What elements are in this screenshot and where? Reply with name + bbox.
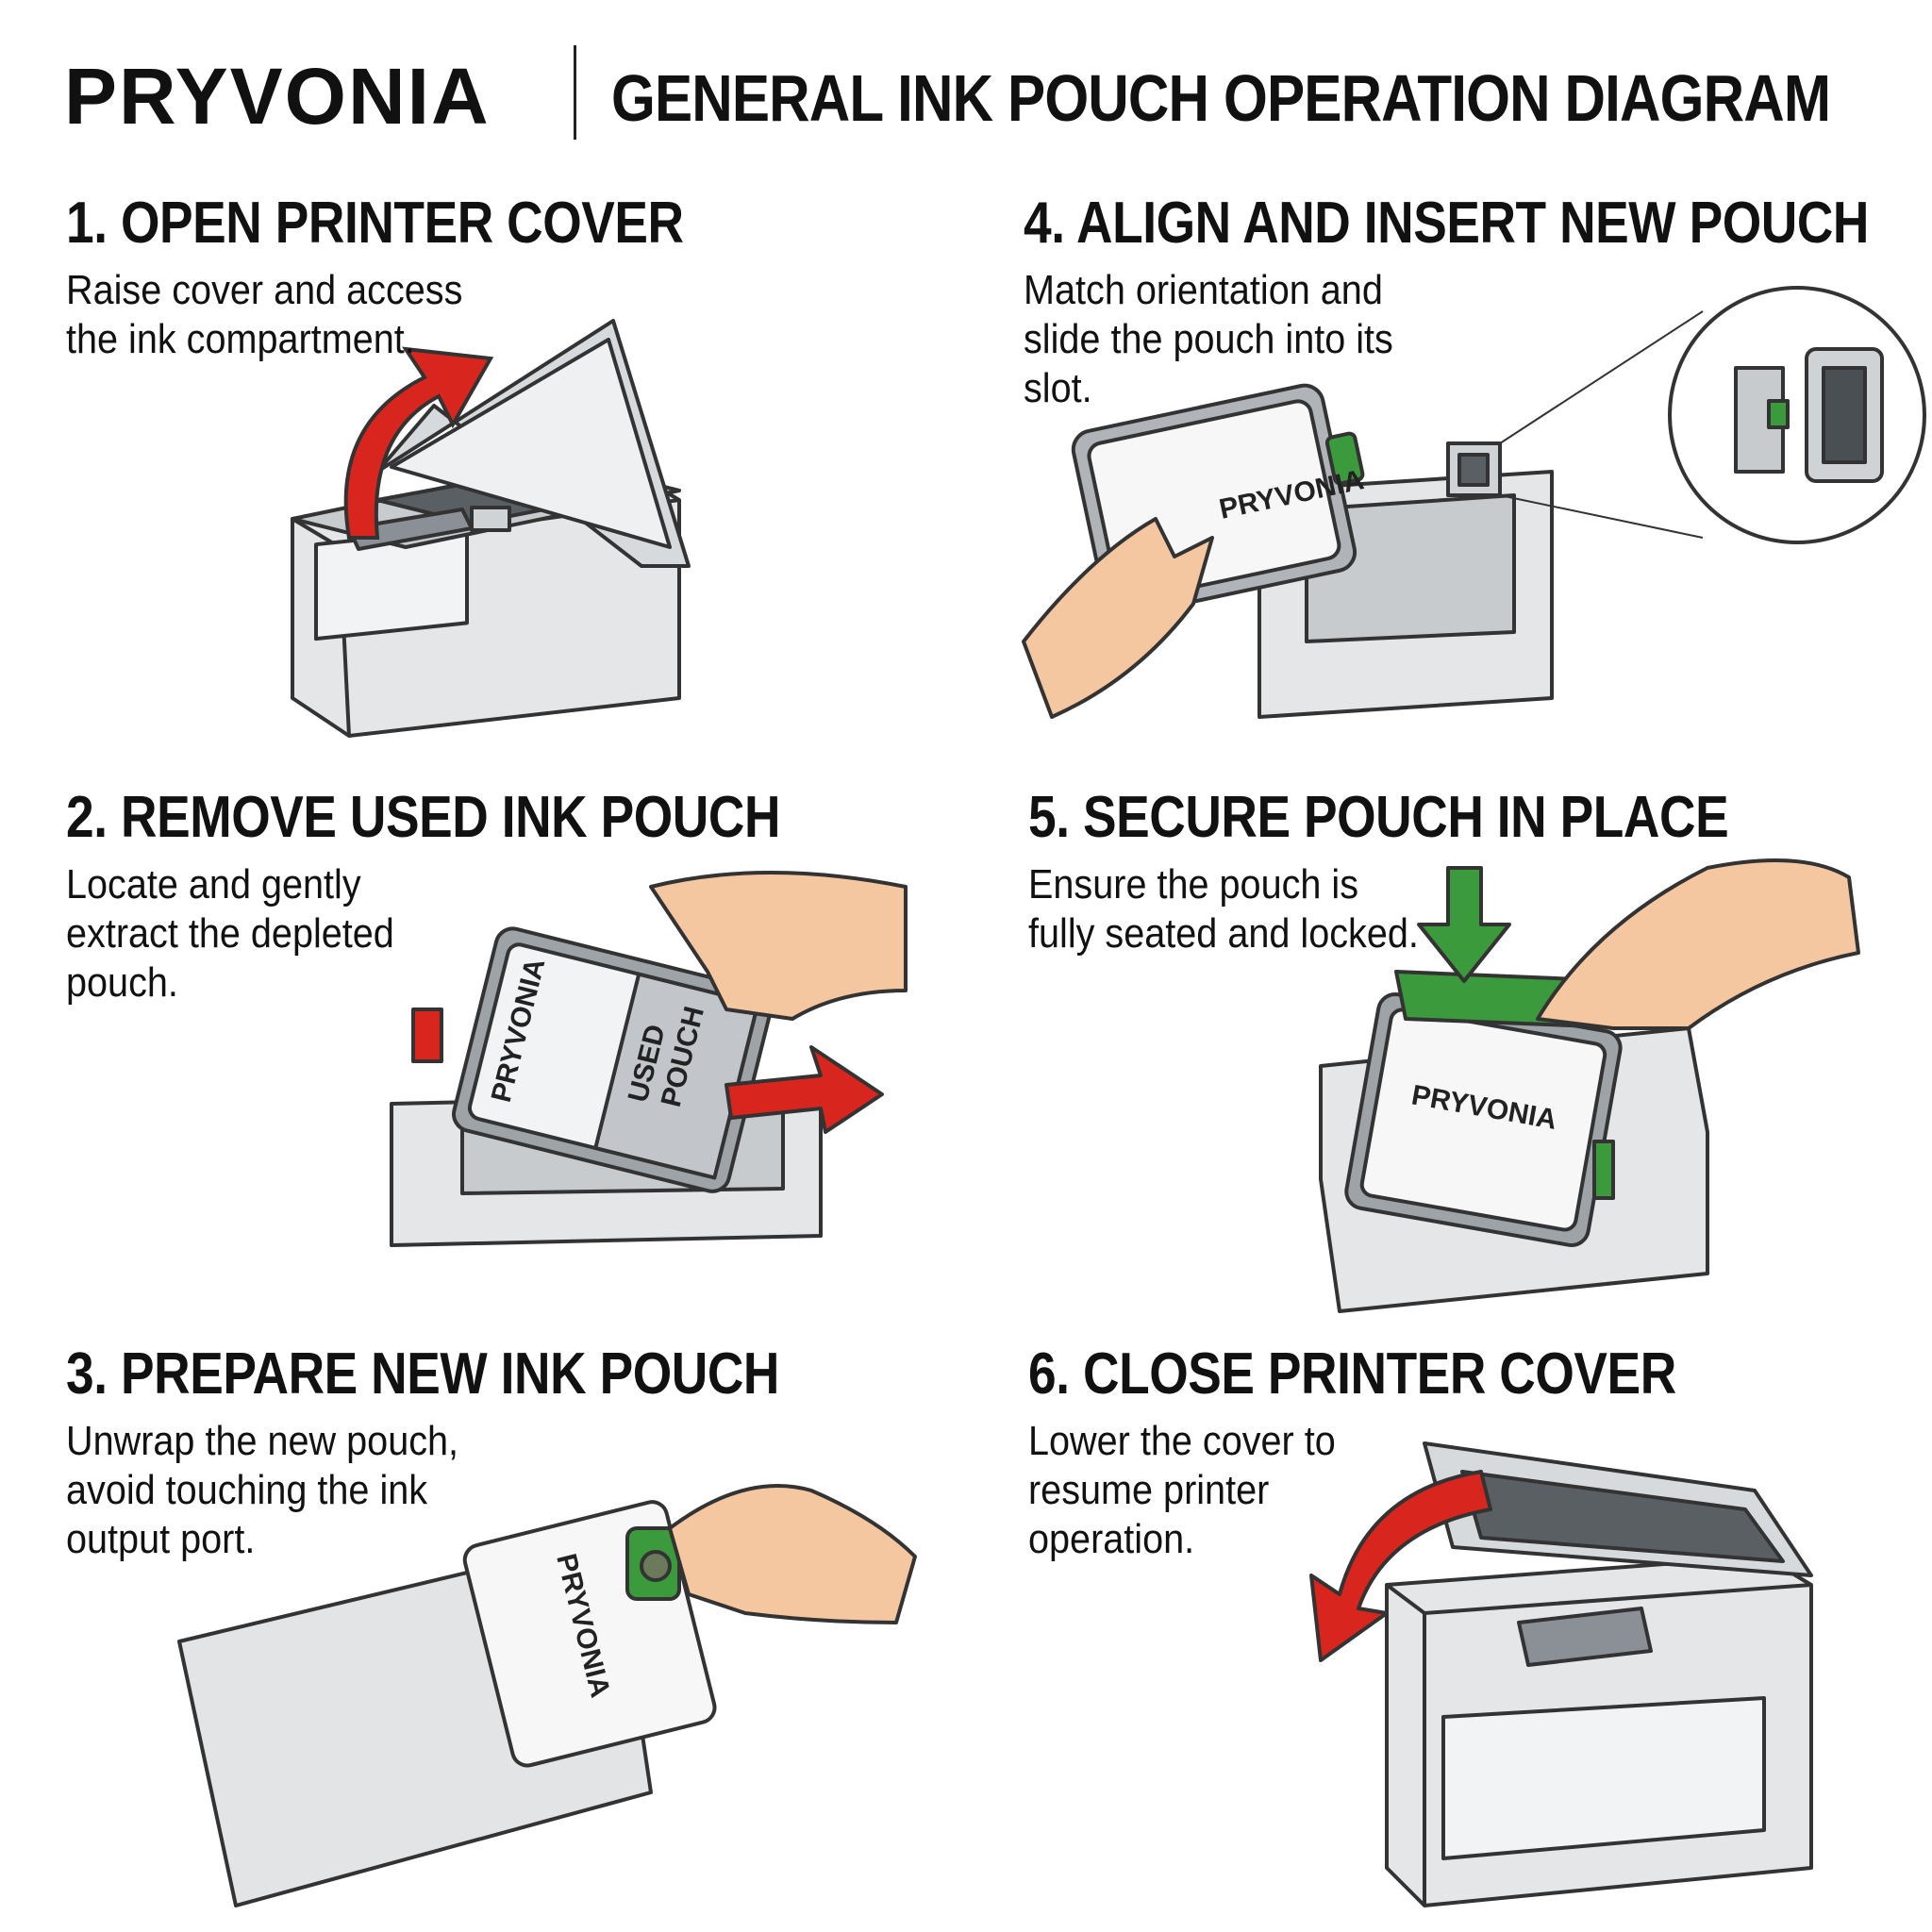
close-arrow-icon [1309, 1470, 1492, 1662]
step-6-desc: Lower the cover to resume printer operat… [1028, 1418, 1336, 1562]
step-3-illustration: PRYVONIA [177, 1484, 917, 1907]
page-title: GENERAL INK POUCH OPERATION DIAGRAM [611, 61, 1831, 135]
step-3-title: 3. PREPARE NEW INK POUCH [66, 1341, 780, 1407]
step-5-panel: PRYVONIA 5. SECURE POUCH IN PLACE Ensure… [1028, 783, 1932, 1368]
step-5-title: 5. SECURE POUCH IN PLACE [1028, 785, 1729, 850]
step-6-illustration [1309, 1441, 1813, 1907]
step-2-panel: PRYVONIA USED POUCH 2. REMOVE USED INK P… [66, 783, 972, 1368]
header-divider [574, 45, 576, 140]
step-6-title: 6. CLOSE PRINTER COVER [1028, 1341, 1676, 1407]
brand-logo: PRYVONIA [64, 52, 491, 141]
step-2-illustration: PRYVONIA USED POUCH [390, 871, 908, 1247]
step-4-desc: Match orientation and slide the pouch in… [1024, 267, 1393, 411]
step-2-desc: Locate and gently extract the depleted p… [66, 861, 394, 1006]
step-4-panel: PRYVONIA 4. ALIGN AND INSERT NEW POUCH M… [1022, 189, 1929, 774]
step-3-panel: PRYVONIA 3. PREPARE NEW INK POUCH Unwrap… [66, 1340, 972, 1924]
step-5-desc: Ensure the pouch is fully seated and loc… [1028, 861, 1419, 957]
remove-arrow-icon [724, 1045, 884, 1134]
step-6-panel: 6. CLOSE PRINTER COVER Lower the cover t… [1028, 1340, 1932, 1924]
push-down-arrow-icon [1417, 866, 1511, 983]
step-1-illustration [291, 319, 691, 738]
header: PRYVONIA GENERAL INK POUCH OPERATION DIA… [64, 45, 1875, 149]
step-1-desc: Raise cover and access the ink compartme… [66, 267, 463, 362]
step-4-title: 4. ALIGN AND INSERT NEW POUCH [1024, 191, 1869, 256]
step-2-title: 2. REMOVE USED INK POUCH [66, 785, 781, 850]
step-1-panel: 1. OPEN PRINTER COVER Raise cover and ac… [66, 189, 972, 774]
step-1-title: 1. OPEN PRINTER COVER [66, 191, 684, 256]
step-4-illustration: PRYVONIA [1022, 286, 1926, 719]
step-5-illustration: PRYVONIA [1319, 858, 1860, 1313]
raise-arrow-icon [343, 346, 494, 540]
step-3-desc: Unwrap the new pouch, avoid touching the… [66, 1418, 459, 1562]
